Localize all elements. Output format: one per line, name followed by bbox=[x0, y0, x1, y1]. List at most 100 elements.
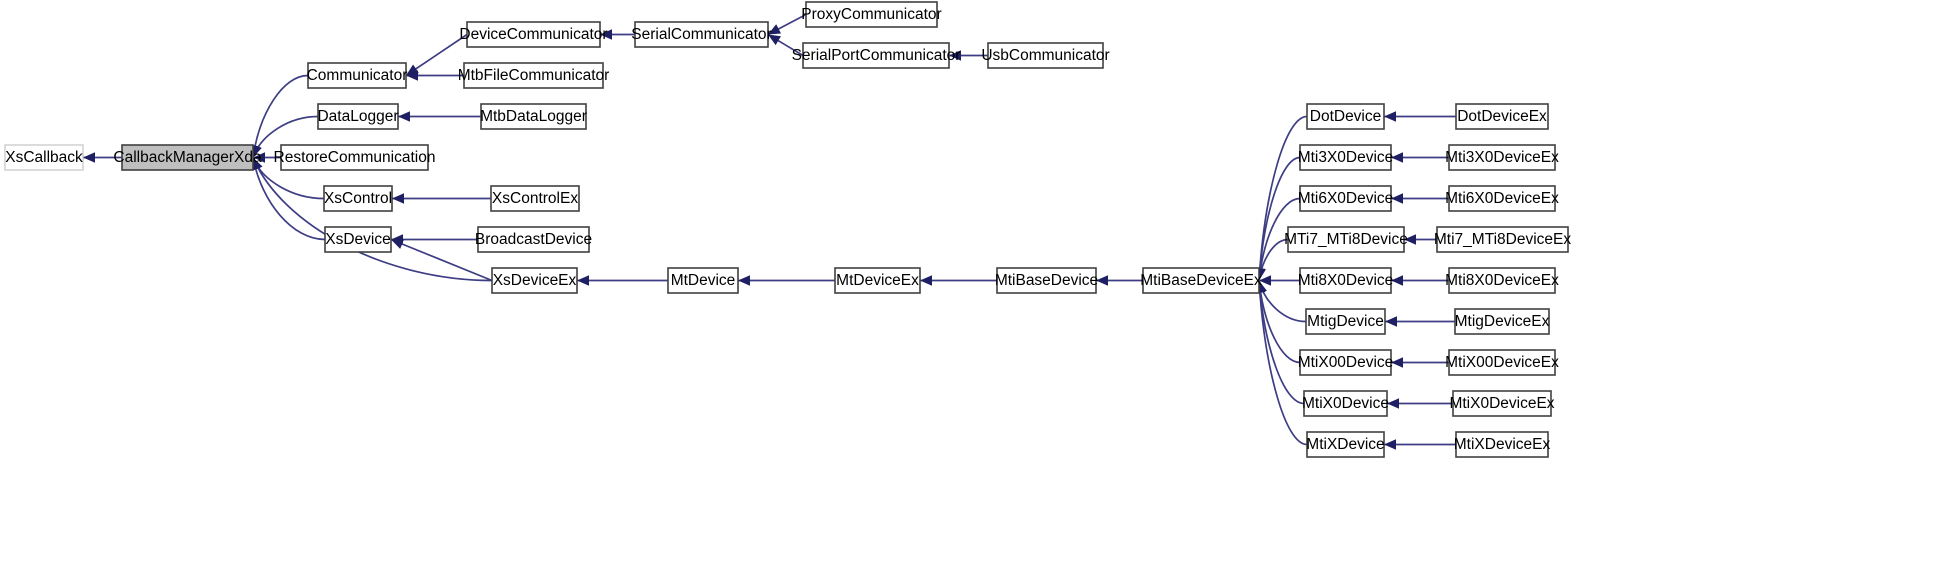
class-node-mti3-x0-device[interactable]: Mti3X0Device bbox=[1298, 144, 1394, 171]
class-node-box[interactable] bbox=[802, 42, 950, 69]
arrow-head-icon bbox=[1385, 316, 1397, 327]
class-node-box[interactable] bbox=[1299, 267, 1392, 294]
class-node-box[interactable] bbox=[1306, 431, 1385, 458]
class-node-mti7-mti8-device-ex[interactable]: Mti7_MTi8DeviceEx bbox=[1434, 226, 1571, 253]
class-node-restore-communication[interactable]: RestoreCommunication bbox=[274, 144, 436, 171]
class-node-box[interactable] bbox=[4, 144, 84, 171]
class-node-proxy-communicator[interactable]: ProxyCommunicator bbox=[801, 1, 942, 28]
class-node-xs-control-ex[interactable]: XsControlEx bbox=[490, 185, 580, 212]
class-node-mtb-file-communicator[interactable]: MtbFileCommunicator bbox=[458, 62, 610, 89]
class-node-box[interactable] bbox=[466, 21, 601, 48]
class-node-box[interactable] bbox=[463, 62, 604, 89]
class-node-box[interactable] bbox=[307, 62, 407, 89]
class-node-box[interactable] bbox=[1448, 267, 1556, 294]
class-node-box[interactable] bbox=[1454, 308, 1550, 335]
arrow-head-icon bbox=[1391, 193, 1403, 204]
class-node-box[interactable] bbox=[1436, 226, 1569, 253]
class-node-mti-base-device[interactable]: MtiBaseDevice bbox=[995, 267, 1098, 294]
arrow-head-icon bbox=[1259, 275, 1271, 286]
class-node-box[interactable] bbox=[996, 267, 1097, 294]
arrow-head-icon bbox=[1384, 111, 1396, 122]
class-node-box[interactable] bbox=[324, 226, 392, 253]
class-node-device-communicator[interactable]: DeviceCommunicator bbox=[459, 21, 608, 48]
class-node-box[interactable] bbox=[834, 267, 921, 294]
class-node-box[interactable] bbox=[1299, 185, 1392, 212]
class-node-box[interactable] bbox=[1448, 185, 1556, 212]
class-node-box[interactable] bbox=[667, 267, 739, 294]
class-node-mt-device-ex[interactable]: MtDeviceEx bbox=[834, 267, 921, 294]
inheritance-edge-xs-device-ex-to-xs-device bbox=[390, 238, 493, 282]
class-node-mti7-mti8-device[interactable]: MTi7_MTi8Device bbox=[1284, 226, 1408, 253]
class-node-mtig-device[interactable]: MtigDevice bbox=[1305, 308, 1386, 335]
arrow-head-icon bbox=[1384, 439, 1396, 450]
inheritance-edge-mti6-x0-device-to-mti-base-device-ex bbox=[1258, 197, 1301, 281]
class-node-mti-x00-device-ex[interactable]: MtiX00DeviceEx bbox=[1445, 349, 1559, 376]
class-node-serial-communicator[interactable]: SerialCommunicator bbox=[631, 21, 772, 48]
arrow-head-icon bbox=[1391, 152, 1403, 163]
inheritance-edge-xs-device-ex-to-callback-manager-xda bbox=[252, 157, 493, 282]
inheritance-edge-xs-device-to-callback-manager-xda bbox=[252, 157, 326, 241]
class-node-mtig-device-ex[interactable]: MtigDeviceEx bbox=[1454, 308, 1550, 335]
class-node-box[interactable] bbox=[987, 42, 1104, 69]
class-node-mti8-x0-device[interactable]: Mti8X0Device bbox=[1298, 267, 1394, 294]
arrow-head-icon bbox=[391, 239, 405, 249]
class-node-mti-xdevice-ex[interactable]: MtiXDeviceEx bbox=[1454, 431, 1551, 458]
class-node-box[interactable] bbox=[1455, 103, 1549, 130]
class-node-box[interactable] bbox=[1306, 103, 1385, 130]
class-node-box[interactable] bbox=[1448, 349, 1556, 376]
arrow-head-icon bbox=[949, 50, 961, 61]
class-node-xs-device[interactable]: XsDevice bbox=[324, 226, 392, 253]
class-node-box[interactable] bbox=[1299, 144, 1392, 171]
class-node-mti-x0-device-ex[interactable]: MtiX0DeviceEx bbox=[1449, 390, 1555, 417]
class-node-mti-x00-device[interactable]: MtiX00Device bbox=[1298, 349, 1394, 376]
arrow-head-icon bbox=[83, 152, 95, 163]
class-node-box[interactable] bbox=[1305, 308, 1386, 335]
class-node-box[interactable] bbox=[491, 267, 578, 294]
arrow-head-icon bbox=[600, 29, 612, 40]
class-node-box[interactable] bbox=[634, 21, 769, 48]
class-node-mt-device[interactable]: MtDevice bbox=[667, 267, 739, 294]
class-node-mti-base-device-ex[interactable]: MtiBaseDeviceEx bbox=[1140, 267, 1262, 294]
class-node-box[interactable] bbox=[121, 144, 254, 171]
class-node-data-logger[interactable]: DataLogger bbox=[317, 103, 399, 130]
class-node-box[interactable] bbox=[317, 103, 399, 130]
class-node-mti8-x0-device-ex[interactable]: Mti8X0DeviceEx bbox=[1445, 267, 1559, 294]
class-node-box[interactable] bbox=[805, 1, 938, 28]
class-node-box[interactable] bbox=[1287, 226, 1405, 253]
class-node-box[interactable] bbox=[1299, 349, 1392, 376]
class-node-mti3-x0-device-ex[interactable]: Mti3X0DeviceEx bbox=[1445, 144, 1559, 171]
class-node-xs-device-ex[interactable]: XsDeviceEx bbox=[491, 267, 578, 294]
class-node-box[interactable] bbox=[323, 185, 393, 212]
arrow-head-icon bbox=[1096, 275, 1108, 286]
class-node-communicator[interactable]: Communicator bbox=[307, 62, 408, 89]
class-node-box[interactable] bbox=[1452, 390, 1552, 417]
class-node-box[interactable] bbox=[280, 144, 429, 171]
class-node-xs-callback[interactable]: XsCallback bbox=[4, 144, 84, 171]
class-node-mti-x0-device[interactable]: MtiX0Device bbox=[1302, 390, 1389, 417]
class-node-box[interactable] bbox=[490, 185, 580, 212]
class-node-box[interactable] bbox=[480, 103, 587, 130]
class-node-dot-device[interactable]: DotDevice bbox=[1306, 103, 1385, 130]
class-node-mti6-x0-device-ex[interactable]: Mti6X0DeviceEx bbox=[1445, 185, 1559, 212]
class-node-serial-port-communicator[interactable]: SerialPortCommunicator bbox=[792, 42, 961, 69]
class-node-box[interactable] bbox=[477, 226, 590, 253]
class-node-box[interactable] bbox=[1303, 390, 1388, 417]
class-node-broadcast-device[interactable]: BroadcastDevice bbox=[475, 226, 592, 253]
node-layer: XsCallback CallbackManagerXda Communicator… bbox=[4, 1, 1571, 458]
class-node-mti6-x0-device[interactable]: Mti6X0Device bbox=[1298, 185, 1394, 212]
arrow-head-icon bbox=[577, 275, 589, 286]
class-node-usb-communicator[interactable]: UsbCommunicator bbox=[981, 42, 1110, 69]
arrow-head-icon bbox=[1404, 234, 1416, 245]
class-node-mtb-data-logger[interactable]: MtbDataLogger bbox=[480, 103, 587, 130]
class-node-dot-device-ex[interactable]: DotDeviceEx bbox=[1455, 103, 1549, 130]
arrow-head-icon bbox=[253, 152, 265, 163]
class-node-xs-control[interactable]: XsControl bbox=[323, 185, 393, 212]
class-node-box[interactable] bbox=[1142, 267, 1260, 294]
class-node-mti-xdevice[interactable]: MtiXDevice bbox=[1306, 431, 1385, 458]
class-node-callback-manager-xda[interactable]: CallbackManagerXda bbox=[113, 144, 262, 171]
inheritance-edge-communicator-to-callback-manager-xda bbox=[252, 74, 309, 158]
class-node-box[interactable] bbox=[1455, 431, 1549, 458]
class-node-box[interactable] bbox=[1448, 144, 1556, 171]
